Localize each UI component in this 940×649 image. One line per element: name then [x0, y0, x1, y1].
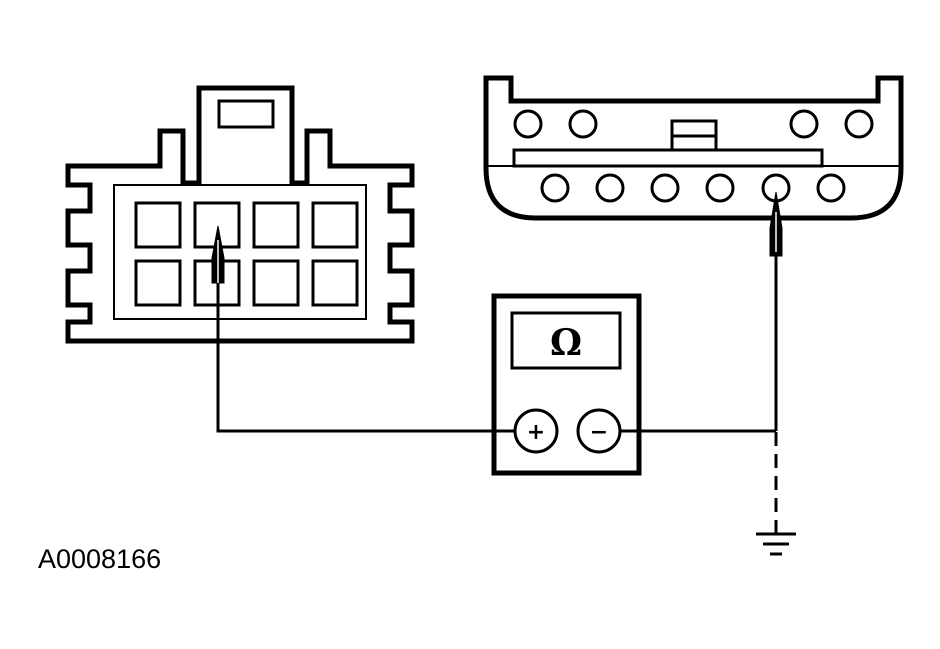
- positive-terminal-label: +: [527, 420, 545, 445]
- ohm-symbol: Ω: [550, 322, 582, 364]
- right-connector-slot: [512, 148, 824, 168]
- right-connector-upper-pins: [513, 109, 874, 139]
- pin-cavity: [134, 201, 182, 249]
- pin-cavity: [252, 201, 300, 249]
- left-connector-housing: [65, 85, 415, 344]
- pin-cavity: [311, 259, 359, 307]
- right-connector-housing: [483, 75, 904, 221]
- figure-id: A0008166: [38, 544, 162, 574]
- round-pin: [816, 173, 846, 203]
- negative-terminal-label: −: [590, 420, 608, 445]
- left-connector-pins: [134, 201, 359, 307]
- round-pin: [789, 109, 819, 139]
- round-pin: [595, 173, 625, 203]
- ohmmeter-body: [491, 293, 642, 476]
- pin-cavity: [252, 259, 300, 307]
- ohmmeter-display: [510, 311, 622, 370]
- right-connector: [483, 75, 904, 257]
- round-pin: [568, 109, 598, 139]
- round-pin: [650, 173, 680, 203]
- round-pin: [705, 173, 735, 203]
- ground-icon: [756, 532, 796, 556]
- round-pin: [844, 109, 874, 139]
- left-connector-inner-frame: [113, 184, 367, 320]
- left-connector-latch: [217, 99, 275, 129]
- positive-test-lead: [216, 283, 515, 433]
- round-pin: [513, 109, 543, 139]
- left-connector: [65, 85, 415, 344]
- round-pin: [540, 173, 570, 203]
- pin-cavity: [311, 201, 359, 249]
- pin-cavity: [134, 259, 182, 307]
- ohmmeter: Ω + −: [491, 293, 642, 476]
- right-connector-lower-pins: [540, 173, 846, 203]
